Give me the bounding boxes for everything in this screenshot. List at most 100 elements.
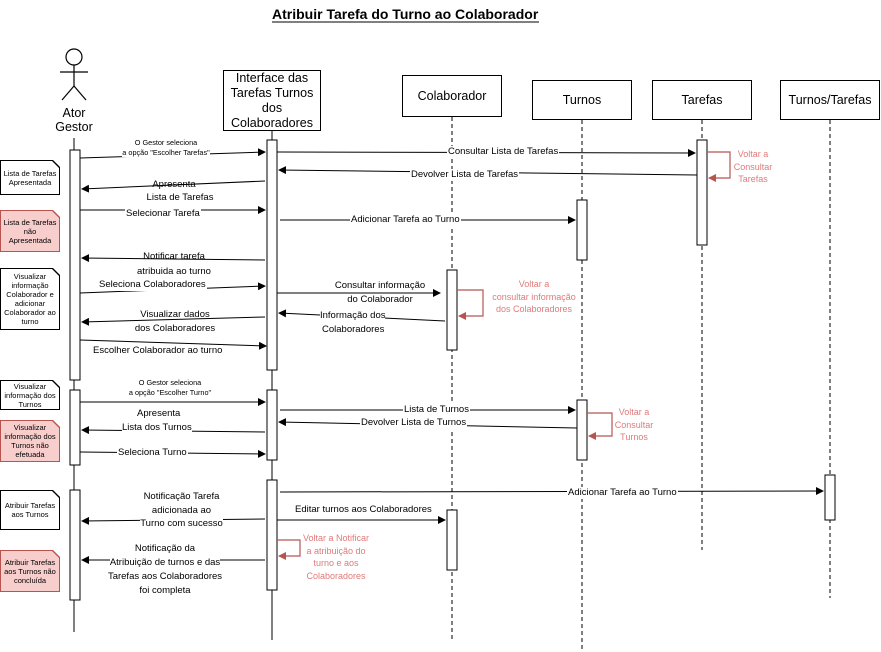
- loop-label-notificar: Voltar a Notificar a atribuição do turno…: [300, 532, 372, 582]
- msg-apresenta-turnos-l1: Apresenta: [137, 408, 181, 419]
- loop-label-consultar-turnos-l3: Turnos: [620, 432, 648, 442]
- arrow-visualizar-dados: [81, 316, 266, 326]
- note-atribuir-nao-concluida: Atribuir Tarefas aos Turnos não concluíd…: [0, 550, 60, 592]
- msg-consultar-info-colab-l2: do Colaborador: [347, 294, 413, 305]
- msg-notificar-tarefa-l2: atribuida ao turno: [137, 266, 211, 277]
- note-lista-apresentada-text: Lista de Tarefas Apresentada: [1, 161, 59, 194]
- msg-apresenta-lista-l2: Lista de Tarefas: [146, 192, 214, 203]
- msg-lista-turnos: Lista de Turnos: [403, 404, 470, 416]
- msg-notificacao-completa-l3: Tarefas aos Colaboradores: [107, 571, 223, 582]
- msg-consultar-info-colab-l1: Consultar informação: [334, 280, 426, 291]
- lifeline-box-tarefas: Tarefas: [652, 80, 752, 120]
- msg-seleciona-colaboradores: Seleciona Colaboradores: [98, 279, 207, 291]
- loop-notificar: [277, 539, 301, 560]
- activation-actor-3: [69, 489, 81, 601]
- lifeline-turnos-tarefas-label: Turnos/Tarefas: [788, 92, 872, 107]
- activation-colaborador-1: [446, 269, 458, 351]
- activation-interface-3: [266, 479, 278, 591]
- loop-label-consultar-tarefas-l3: Tarefas: [738, 174, 768, 184]
- msg-devolver-lista-turnos: Devolver Lista de Turnos: [360, 417, 468, 429]
- note-atribuir-tarefas-text: Atribuir Tarefas aos Turnos: [1, 491, 59, 529]
- loop-label-consultar-info-colabs-l2: consultar informação: [492, 291, 576, 302]
- note-atribuir-nao-concluida-text: Atribuir Tarefas aos Turnos não concluíd…: [1, 551, 59, 591]
- msg-notificacao-completa-l2: Atribuição de turnos e das: [109, 556, 221, 570]
- lifeline-box-turnos-tarefas: Turnos/Tarefas: [780, 80, 880, 120]
- lifeline-box-colaborador: Colaborador: [402, 75, 502, 117]
- loop-label-consultar-turnos-l2: Consultar: [614, 419, 654, 430]
- msg-notificacao-sucesso: Notificação Tarefa adicionada ao Turno c…: [124, 490, 239, 531]
- msg-notificacao-sucesso-l3: Turno com sucesso: [140, 517, 223, 531]
- lifeline-tarefas-label: Tarefas: [681, 92, 723, 107]
- activation-tarefas: [696, 139, 708, 246]
- activation-interface-2: [266, 389, 278, 461]
- lifeline-turnos-label: Turnos: [562, 92, 602, 107]
- msg-notificar-tarefa: Notificar tarefa atribuida ao turno: [124, 249, 224, 279]
- msg-escolher-tarefas-l1: O Gestor seleciona: [134, 138, 198, 147]
- msg-info-colaboradores: Informação dos Colaboradores: [320, 309, 386, 337]
- msg-info-colaboradores-l2: Colaboradores: [322, 324, 385, 335]
- msg-notificacao-sucesso-l1: Notificação Tarefa: [143, 491, 220, 502]
- loop-consultar-tarefas: [707, 151, 731, 182]
- note-visualizar-info-turnos: Visualizar informação dos Turnos: [0, 380, 60, 410]
- note-visualizar-info-colab-text: Visualizar informação Colaborador e adic…: [1, 269, 59, 329]
- loop-label-consultar-turnos: Voltar a Consultar Turnos: [607, 406, 661, 444]
- msg-apresenta-turnos: Apresenta Lista dos Turnos: [122, 407, 192, 435]
- msg-escolher-tarefas: O Gestor seleciona a opção "Escolher Tar…: [106, 138, 226, 157]
- activation-actor-1: [69, 149, 81, 381]
- diagram-title: Atribuir Tarefa do Turno ao Colaborador: [272, 6, 539, 22]
- loop-label-notificar-l4: Colaboradores: [306, 570, 366, 581]
- loop-label-notificar-l3: turno e aos: [313, 558, 359, 568]
- msg-consultar-info-colab: Consultar informação do Colaborador: [325, 279, 435, 307]
- msg-apresenta-lista-l1: Apresenta: [152, 179, 196, 190]
- msg-apresenta-turnos-l2: Lista dos Turnos: [122, 421, 192, 435]
- lifeline-colaborador-label: Colaborador: [417, 88, 487, 103]
- activation-actor-2: [69, 389, 81, 466]
- note-atribuir-tarefas: Atribuir Tarefas aos Turnos: [0, 490, 60, 530]
- activation-interface-1: [266, 139, 278, 371]
- loop-label-notificar-l2: a atribuição do: [306, 545, 366, 556]
- msg-visualizar-dados-l2: dos Colaboradores: [134, 323, 216, 334]
- msg-consultar-lista-tarefas: Consultar Lista de Tarefas: [447, 146, 560, 158]
- msg-escolher-turno-l2: a opção "Escolher Turno": [128, 387, 212, 397]
- activation-turnos-1: [576, 199, 588, 261]
- loop-label-consultar-info-colabs-l3: dos Colaboradores: [495, 304, 573, 314]
- lifeline-box-turnos: Turnos: [532, 80, 632, 120]
- self-loops: [277, 151, 731, 560]
- actor-figure: [60, 48, 88, 101]
- loop-consultar-turnos: [587, 412, 613, 440]
- loop-consultar-info-colabs: [457, 289, 484, 320]
- activation-turnos-2: [576, 399, 588, 461]
- arrow-notificar-tarefa: [81, 254, 266, 263]
- activations: [69, 139, 836, 601]
- arrow-escolher-colaborador: [79, 339, 267, 350]
- lifeline-box-interface: Interface das Tarefas Turnos dos Colabor…: [223, 70, 321, 131]
- msg-adicionar-tarefa-turno-2: Adicionar Tarefa ao Turno: [567, 487, 678, 499]
- msg-notificar-tarefa-l1: Notificar tarefa: [143, 251, 205, 262]
- msg-adicionar-tarefa-turno: Adicionar Tarefa ao Turno: [350, 214, 461, 226]
- note-lista-nao-apresentada: Lista de Tarefas não Apresentada: [0, 210, 60, 252]
- message-arrows: [79, 148, 824, 564]
- note-visualizar-info-turnos-text: Visualizar informação dos Turnos: [1, 381, 59, 409]
- loop-label-notificar-l1: Voltar a Notificar: [302, 533, 370, 543]
- loop-label-consultar-info-colabs-l1: Voltar a: [518, 279, 550, 289]
- msg-notificacao-completa: Notificação da Atribuição de turnos e da…: [100, 542, 230, 598]
- lifeline-interface-label: Interface das Tarefas Turnos dos Colabor…: [230, 70, 314, 130]
- msg-editar-turnos: Editar turnos aos Colaboradores: [294, 504, 433, 516]
- loop-label-consultar-tarefas: Voltar a Consultar Tarefas: [726, 148, 780, 186]
- actor-label-line2: Gestor: [55, 120, 93, 134]
- loop-label-consultar-tarefas-l1: Voltar a: [737, 149, 769, 159]
- actor-label-line1: Ator: [62, 106, 86, 120]
- msg-notificacao-completa-l4: foi completa: [139, 585, 191, 596]
- msg-escolher-turno-l1: O Gestor seleciona: [138, 378, 202, 387]
- note-lista-apresentada: Lista de Tarefas Apresentada: [0, 160, 60, 195]
- note-visualizar-info-turnos-nao: Visualizar informação dos Turnos não efe…: [0, 420, 60, 462]
- msg-apresenta-lista: Apresenta Lista de Tarefas: [124, 178, 224, 204]
- msg-visualizar-dados-l1: Visualizar dados: [140, 309, 210, 320]
- loop-label-consultar-tarefas-l2: Consultar: [733, 161, 773, 172]
- note-lista-nao-apresentada-text: Lista de Tarefas não Apresentada: [1, 211, 59, 251]
- arrow-adicionar-tarefa-turno: [279, 487, 824, 496]
- activation-turnos-tarefas: [824, 474, 836, 521]
- msg-visualizar-dados: Visualizar dados dos Colaboradores: [124, 308, 226, 336]
- msg-notificacao-completa-l1: Notificação da: [134, 543, 196, 554]
